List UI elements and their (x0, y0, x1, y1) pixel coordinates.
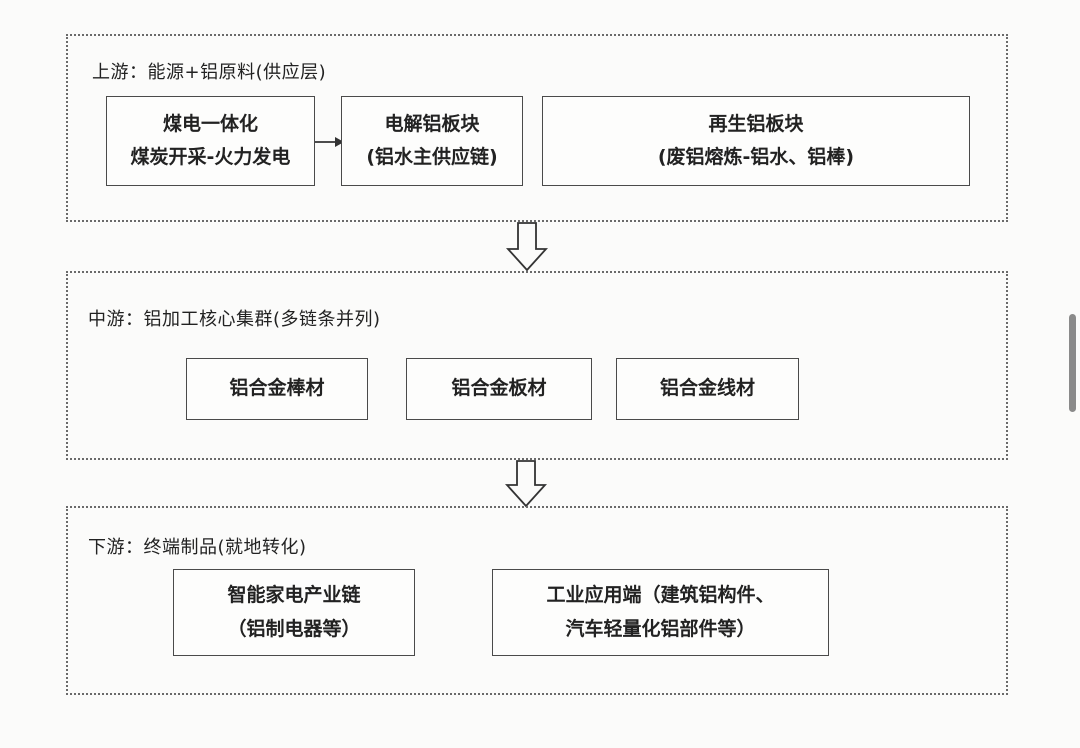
coal-power-line2: 煤炭开采-火力发电 (130, 146, 291, 168)
vertical-scrollbar[interactable] (1069, 314, 1076, 412)
industrial-application-box: 工业应用端（建筑铝构件、 汽车轻量化铝部件等） (492, 569, 829, 656)
recycled-aluminum-box: 再生铝板块 (废铝熔炼-铝水、铝棒) (542, 96, 970, 186)
smart-appliance-box: 智能家电产业链 （铝制电器等） (173, 569, 415, 656)
smart-appliance-line2: （铝制电器等） (227, 617, 361, 640)
industrial-application-line2: 汽车轻量化铝部件等） (565, 617, 756, 640)
midstream-section (66, 271, 1008, 460)
right-arrow-icon (315, 137, 344, 147)
alloy-rod-box: 铝合金棒材 (186, 358, 368, 420)
coal-power-line1: 煤电一体化 (162, 112, 258, 135)
downstream-section (66, 506, 1008, 695)
coal-power-box: 煤电一体化 煤炭开采-火力发电 (106, 96, 315, 186)
upstream-title: 上游：能源+铝原料(供应层) (92, 62, 327, 83)
upstream-section (66, 34, 1008, 222)
recycled-aluminum-line2: (废铝熔炼-铝水、铝棒) (657, 146, 855, 168)
alloy-plate-box: 铝合金板材 (406, 358, 592, 420)
down-arrow-icon (506, 222, 548, 272)
alloy-wire-box: 铝合金线材 (616, 358, 799, 420)
alloy-rod-label: 铝合金棒材 (229, 377, 325, 400)
alloy-wire-label: 铝合金线材 (659, 377, 755, 400)
alloy-plate-label: 铝合金板材 (451, 377, 547, 400)
recycled-aluminum-line1: 再生铝板块 (708, 112, 804, 135)
electrolytic-aluminum-line2: (铝水主供应链) (366, 146, 498, 168)
industrial-application-line1: 工业应用端（建筑铝构件、 (546, 584, 775, 607)
down-arrow-icon (505, 460, 547, 508)
electrolytic-aluminum-box: 电解铝板块 (铝水主供应链) (341, 96, 523, 186)
midstream-title: 中游：铝加工核心集群(多链条并列) (88, 309, 381, 330)
downstream-title: 下游：终端制品(就地转化) (88, 537, 307, 558)
electrolytic-aluminum-line1: 电解铝板块 (384, 112, 480, 135)
smart-appliance-line1: 智能家电产业链 (227, 584, 361, 607)
